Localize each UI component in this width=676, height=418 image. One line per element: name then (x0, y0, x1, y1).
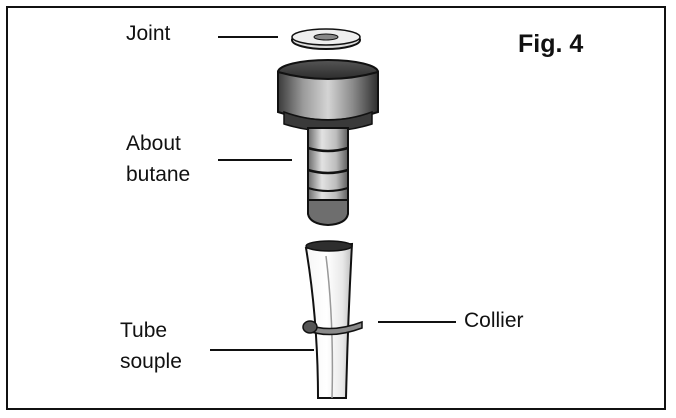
collier-clamp (302, 320, 363, 336)
label-collier: Collier (464, 309, 524, 332)
label-about-line1: About (126, 132, 181, 155)
label-tube-line2: souple (120, 350, 182, 373)
label-about-line2: butane (126, 163, 191, 186)
label-tube-line1: Tube (120, 319, 168, 342)
flexible-tube (304, 240, 354, 399)
label-joint: Joint (126, 22, 171, 45)
joint-ring (291, 28, 361, 50)
butane-adapter (277, 59, 379, 227)
figure-title: Fig. 4 (518, 30, 584, 58)
